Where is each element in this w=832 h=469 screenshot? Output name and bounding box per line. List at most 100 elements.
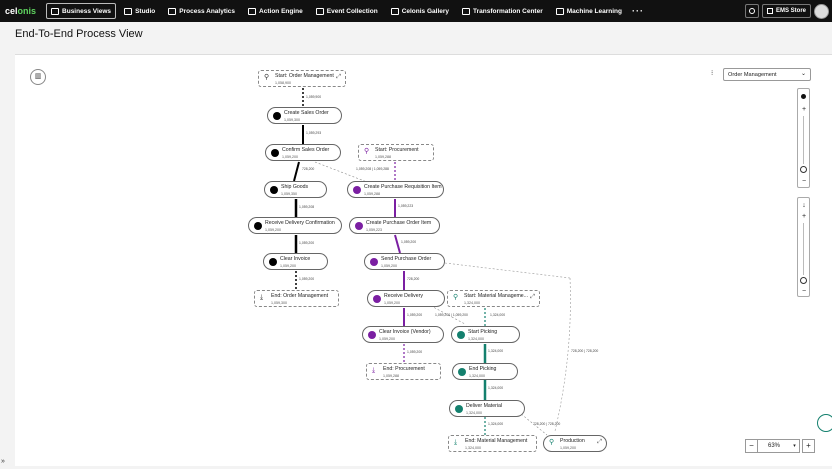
expand-sidebar-icon[interactable]: » [1,458,5,465]
node-receive-delivery[interactable]: Receive Delivery 1,059,200 [367,290,445,307]
slider-knob[interactable] [800,166,807,173]
nav-process-analytics[interactable]: Process Analytics [163,3,240,19]
store-icon [766,8,773,14]
nav-machine-learning[interactable]: Machine Learning [551,3,627,19]
expand-icon[interactable]: ⤢ [530,294,535,300]
nav-action-engine[interactable]: Action Engine [243,3,308,19]
node-ship-goods[interactable]: Ship Goods 1,059,350 [264,181,327,198]
edge-label: 728,200 | 728,200 [571,349,599,353]
activity-dot-icon [254,222,262,230]
slider-top-dot-icon [801,94,806,99]
expand-icon[interactable]: ⤢ [597,439,602,445]
slider-plus-button[interactable]: + [801,106,807,113]
process-edges [293,88,571,436]
node-production[interactable]: ⚲ Production 1,059,200 ⤢ [543,435,607,452]
edge-label: 728,200 | 728,200 [533,422,561,426]
start-pin-icon: ⚲ [364,148,370,155]
nav-business-views[interactable]: Business Views [46,3,117,19]
edge-label: 1,324,000 [490,313,506,317]
process-canvas[interactable]: 1,059,900 1,059,293 728,200 1,059,208 1,… [15,54,832,466]
edge-label: 1,059,200 [401,240,417,244]
collection-icon [315,7,324,15]
edge-label: 1,059,208 | 1,059,288 [356,167,389,171]
edge-label: 1,324,000 [488,422,504,426]
node-send-purchase-order[interactable]: Send Purchase Order 1,059,200 [364,253,445,270]
node-end-material-management[interactable]: ⤓ End: Material Management 1,324,000 [448,435,537,452]
slider-track[interactable] [803,116,804,164]
node-create-sales-order[interactable]: Create Sales Order 1,059,300 [267,107,342,124]
more-menu-button[interactable]: ··· [632,6,644,16]
node-confirm-sales-order[interactable]: Confirm Sales Order 1,059,200 [265,144,341,161]
start-pin-icon: ⚲ [264,74,270,81]
topbar-right-group: EMS Store [744,0,832,22]
top-navigation-bar: celonis Business Views Studio Process An… [0,0,832,22]
activity-dot-icon [455,405,463,413]
slider-plus-button[interactable]: + [801,213,807,220]
slider-track[interactable] [803,223,804,275]
avatar[interactable] [814,3,829,19]
nav-celonis-gallery[interactable]: Celonis Gallery [386,3,454,19]
activity-dot-icon [270,186,278,194]
edge-label: 728,200 [302,167,315,171]
monitor-icon [51,7,60,15]
gallery-icon [390,7,399,15]
node-clear-invoice-vendor[interactable]: Clear Invoice (Vendor) 1,059,200 [362,326,444,343]
page-title: End-To-End Process View [15,28,143,40]
zoom-in-button[interactable]: + [802,439,815,453]
node-end-procurement[interactable]: ⤓ End: Procurement 1,059,288 [366,363,441,380]
zoom-out-button[interactable]: − [745,439,758,453]
node-receive-delivery-confirmation[interactable]: Receive Delivery Confirmation 1,059,200 [248,217,342,234]
edge-label: 728,200 [407,277,420,281]
node-start-material-management[interactable]: ⚲ Start: Material Manageme... 1,324,000 … [447,290,540,307]
activity-dot-icon [273,112,281,120]
node-deliver-material[interactable]: Deliver Material 1,324,000 [449,400,525,417]
search-icon[interactable] [744,4,759,18]
edge-label: 1,059,200 [407,313,423,317]
activity-dot-icon [373,295,381,303]
slider-minus-button[interactable]: − [801,178,807,185]
edge-label: 1,059,200 | 1,059,200 [435,313,468,317]
edge-label: 1,059,200 [299,277,315,281]
end-download-icon: ⤓ [372,367,376,374]
node-start-picking[interactable]: Start Picking 1,324,000 [451,326,520,343]
assistant-icon[interactable] [817,414,832,432]
edge-label: 1,059,200 [299,241,315,245]
edge-label: 1,059,223 [398,204,414,208]
zoom-dropdown-caret[interactable]: ▾ [790,439,800,453]
zoom-level: 63% [758,439,790,453]
studio-icon [124,7,133,15]
layout-tool-icon[interactable]: ▥ [30,69,46,85]
activity-dot-icon [368,331,376,339]
slider-arrow-down-icon: ↓ [802,202,806,209]
ems-store-button[interactable]: EMS Store [761,4,811,18]
connection-slider[interactable]: ↓ + − [797,197,810,297]
activity-slider[interactable]: + − [797,88,810,188]
slider-minus-button[interactable]: − [801,288,807,295]
nav-transformation-center[interactable]: Transformation Center [457,3,548,19]
activity-dot-icon [458,368,466,376]
celonis-logo[interactable]: celonis [5,6,37,16]
nav-studio[interactable]: Studio [119,3,160,19]
nav-event-collection[interactable]: Event Collection [311,3,383,19]
edge-label: 1,059,293 [306,131,322,135]
node-end-order-management[interactable]: ⤓ End: Order Management 1,059,300 [254,290,339,307]
activity-dot-icon [355,222,363,230]
process-filter-icon: ⁝ [711,70,714,77]
slider-knob[interactable] [800,277,807,284]
node-start-order-management[interactable]: ⚲ Start: Order Management 1,058,900 ⤢ [258,70,346,87]
edge-label: 1,324,000 [488,349,504,353]
node-create-purchase-requisition-item[interactable]: Create Purchase Requisition Item 1,059,2… [347,181,444,198]
activity-dot-icon [269,258,277,266]
transformation-icon [462,7,471,15]
end-download-icon: ⤓ [454,439,458,446]
process-select[interactable]: Order Management ⌄ [723,68,811,81]
expand-icon[interactable]: ⤢ [336,74,341,80]
activity-dot-icon [353,186,361,194]
activity-dot-icon [457,331,465,339]
node-clear-invoice[interactable]: Clear Invoice 1,059,200 [263,253,328,270]
node-end-picking[interactable]: End Picking 1,324,000 [452,363,518,380]
node-create-purchase-order-item[interactable]: Create Purchase Order Item 1,059,223 [349,217,440,234]
node-start-procurement[interactable]: ⚲ Start: Procurement 1,059,288 [358,144,434,161]
end-download-icon: ⤓ [260,294,264,301]
start-pin-icon: ⚲ [549,439,555,446]
